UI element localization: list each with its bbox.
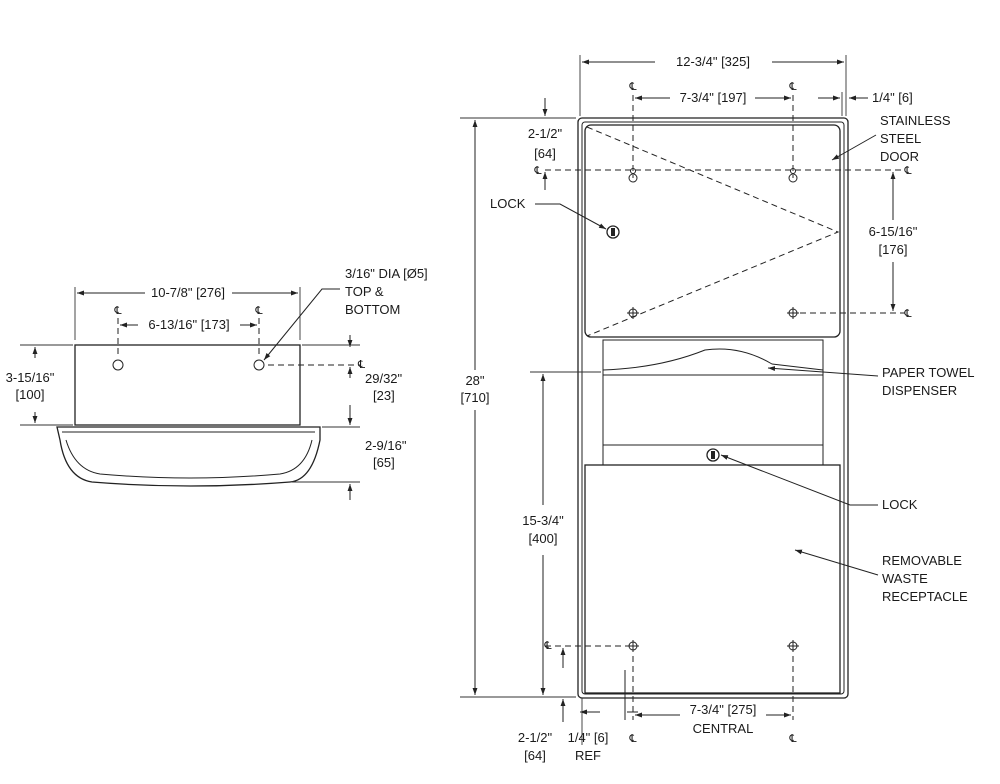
callout-lock-bottom: LOCK: [882, 497, 918, 512]
lock-bottom-icon: [706, 448, 720, 462]
centerline-mark-r7: ℄: [628, 733, 636, 745]
dim-right-bottom-offset-line1: 2-1/2": [518, 730, 553, 745]
dim-right-top-hole-spacing: 7-3/4" [197]: [680, 90, 747, 105]
screw-mark-1: [627, 307, 639, 319]
dim-left-height-line1: 3-15/16": [6, 370, 55, 385]
lock-top-icon: [606, 225, 620, 239]
centerline-mark-left-3: ℄: [357, 359, 365, 371]
note-hole-line2: TOP &: [345, 284, 384, 299]
dim-right-side-offset: 1/4" [6]: [872, 90, 913, 105]
callout-receptacle-line3: RECEPTACLE: [882, 589, 968, 604]
left-tray-inner: [62, 431, 315, 479]
callout-dispenser-line2: DISPENSER: [882, 383, 957, 398]
dim-right-lower-height-line1: 15-3/4": [522, 513, 564, 528]
dim-right-bottom-offset-line2: [64]: [524, 748, 546, 763]
left-body-outline: [74, 344, 301, 426]
dim-right-top-offset-line2: [64]: [534, 146, 556, 161]
unit-frame: [577, 117, 849, 699]
centerline-mark-r6: ℄: [543, 640, 551, 652]
door-diagonal: [586, 126, 840, 337]
callout-door-line2: STEEL: [880, 131, 921, 146]
dim-right-top-offset-line1: 2-1/2": [528, 126, 563, 141]
dim-left-overall-width: 10-7/8" [276]: [151, 285, 225, 300]
dim-left-hole-spacing: 6-13/16" [173]: [148, 317, 229, 332]
dispenser-opening: [602, 339, 824, 466]
dim-right-bottom-hole-line2: CENTRAL: [693, 721, 754, 736]
left-tray: [56, 426, 321, 487]
left-hole-2: [253, 359, 265, 371]
callout-receptacle-line1: REMOVABLE: [882, 553, 962, 568]
dim-right-bottom-hole-line1: 7-3/4" [275]: [690, 702, 757, 717]
centerline-mark-r4: ℄: [903, 165, 911, 177]
dim-left-hole-offset-line2: [23]: [373, 388, 395, 403]
callout-door-line1: STAINLESS: [880, 113, 951, 128]
centerline-mark-r1: ℄: [628, 81, 636, 93]
dim-right-door-hole-line1: 6-15/16": [869, 224, 918, 239]
dim-left-depth-line2: [65]: [373, 455, 395, 470]
dim-left-hole-offset-line1: 29/32": [365, 371, 403, 386]
centerline-mark-r2: ℄: [788, 81, 796, 93]
dim-right-ref-line1: 1/4" [6]: [568, 730, 609, 745]
dim-right-lower-height-line2: [400]: [529, 531, 558, 546]
dim-left-depth-line1: 2-9/16": [365, 438, 407, 453]
callout-receptacle-line2: WASTE: [882, 571, 928, 586]
centerline-mark-left-2: ℄: [254, 305, 262, 317]
dim-right-ref-line2: REF: [575, 748, 601, 763]
screw-mark-2: [787, 307, 799, 319]
dispenser-towel-edge: [602, 348, 824, 371]
centerline-mark-r5: ℄: [903, 308, 911, 320]
callout-lock-top: LOCK: [490, 196, 526, 211]
dim-left-height-line2: [100]: [16, 387, 45, 402]
centerline-mark-r8: ℄: [788, 733, 796, 745]
dim-right-door-hole-line2: [176]: [879, 242, 908, 257]
right-view: ℄ ℄ ℄ ℄ ℄ ℄ ℄ ℄ 12-3/4" [325] 7-3/4" [19…: [460, 54, 974, 763]
door-panel: [584, 124, 841, 338]
centerline-mark-r3: ℄: [533, 165, 541, 177]
dim-right-height-line2: [710]: [461, 390, 490, 405]
left-hole-1: [112, 359, 124, 371]
dim-right-height-line1: 28": [465, 373, 484, 388]
note-hole-line1: 3/16" DIA [Ø5]: [345, 266, 428, 281]
waste-receptacle: [584, 464, 841, 694]
left-view: 10-7/8" [276] ℄ ℄ 6-13/16" [173] 3/16" D…: [6, 266, 428, 500]
callout-dispenser-line1: PAPER TOWEL: [882, 365, 974, 380]
note-hole-line3: BOTTOM: [345, 302, 400, 317]
dim-right-overall-width: 12-3/4" [325]: [676, 54, 750, 69]
centerline-mark-left-1: ℄: [113, 305, 121, 317]
callout-door-line3: DOOR: [880, 149, 919, 164]
